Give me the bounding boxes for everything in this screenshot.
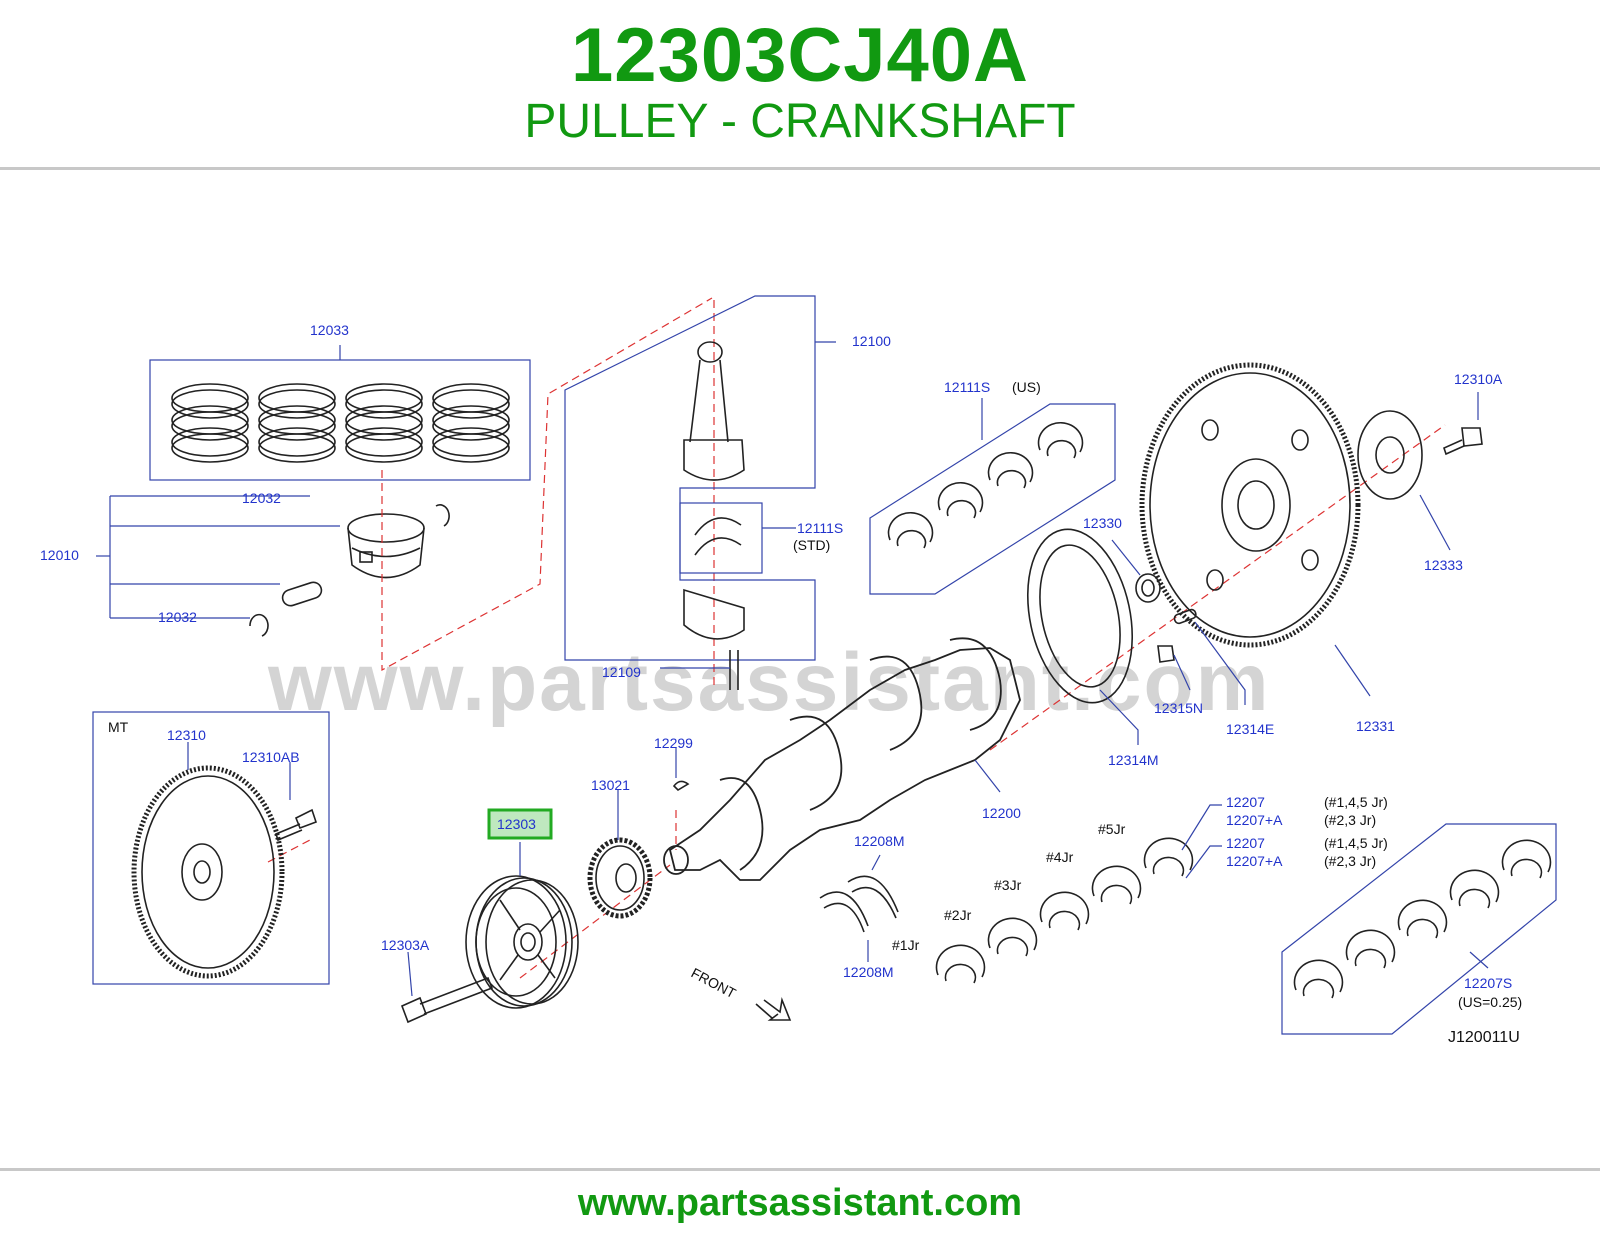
mt-flywheel-group[interactable] bbox=[92, 711, 330, 985]
drawing-code: J120011U bbox=[1448, 1029, 1520, 1046]
label-12109[interactable]: 12109 bbox=[602, 664, 641, 680]
label-12299[interactable]: 12299 bbox=[654, 735, 693, 751]
label-12208m-bottom[interactable]: 12208M bbox=[843, 964, 894, 980]
main-bearing-undersize-group[interactable] bbox=[1281, 823, 1557, 1035]
label-jr23-b: (#2,3 Jr) bbox=[1324, 853, 1376, 869]
label-12314e[interactable]: 12314E bbox=[1226, 721, 1274, 737]
page-header: 12303CJ40A PULLEY - CRANKSHAFT bbox=[0, 0, 1600, 168]
piston-assembly[interactable] bbox=[96, 495, 450, 637]
label-12010[interactable]: 12010 bbox=[40, 547, 79, 563]
seal-retainer-bolt[interactable] bbox=[1157, 645, 1191, 691]
main-bearing-us-group[interactable] bbox=[869, 398, 1116, 595]
oil-seal-retainer[interactable] bbox=[1013, 520, 1147, 745]
label-jr4: #4Jr bbox=[1046, 849, 1074, 865]
label-mt: MT bbox=[108, 719, 129, 735]
label-12207a-b[interactable]: 12207+A bbox=[1226, 853, 1283, 869]
label-12303[interactable]: 12303 bbox=[497, 816, 536, 832]
label-12111s-us[interactable]: 12111S bbox=[944, 379, 990, 395]
label-12310a[interactable]: 12310A bbox=[1454, 371, 1503, 387]
thrust-washers[interactable] bbox=[819, 854, 899, 962]
watermark-text: www.partsassistant.com bbox=[267, 637, 1271, 728]
crankshaft[interactable] bbox=[663, 637, 1021, 881]
label-12100[interactable]: 12100 bbox=[852, 333, 891, 349]
footer-divider bbox=[0, 1168, 1600, 1171]
main-bearings-lower[interactable] bbox=[935, 804, 1222, 984]
label-12032-top[interactable]: 12032 bbox=[242, 490, 281, 506]
label-std: (STD) bbox=[793, 537, 830, 553]
part-number-title: 12303CJ40A bbox=[571, 13, 1029, 98]
label-jr5: #5Jr bbox=[1098, 821, 1126, 837]
piston-rings-group[interactable] bbox=[149, 345, 531, 481]
label-front: FRONT bbox=[689, 965, 739, 1002]
label-jr145-b: (#1,4,5 Jr) bbox=[1324, 835, 1388, 851]
label-12303a[interactable]: 12303A bbox=[381, 937, 430, 953]
highlighted-part-box[interactable] bbox=[487, 808, 553, 840]
rear-oil-seal[interactable] bbox=[1111, 539, 1161, 603]
label-jr1: #1Jr bbox=[892, 937, 920, 953]
pulley-bolt[interactable] bbox=[400, 951, 494, 1024]
label-jr2: #2Jr bbox=[944, 907, 972, 923]
crankshaft-pulley[interactable] bbox=[465, 842, 579, 1009]
label-12207-a[interactable]: 12207 bbox=[1226, 794, 1265, 810]
label-12207-b[interactable]: 12207 bbox=[1226, 835, 1265, 851]
part-name-subtitle: PULLEY - CRANKSHAFT bbox=[524, 95, 1076, 148]
exploded-view-svg: www.partsassistant.com bbox=[40, 295, 1557, 1046]
label-12333[interactable]: 12333 bbox=[1424, 557, 1463, 573]
label-jr145-a: (#1,4,5 Jr) bbox=[1324, 794, 1388, 810]
label-13021[interactable]: 13021 bbox=[591, 777, 630, 793]
label-12033[interactable]: 12033 bbox=[310, 322, 349, 338]
label-12310ab[interactable]: 12310AB bbox=[242, 749, 300, 765]
label-12111s-std[interactable]: 12111S bbox=[797, 520, 843, 536]
label-12207a-a[interactable]: 12207+A bbox=[1226, 812, 1283, 828]
label-12315n[interactable]: 12315N bbox=[1154, 700, 1203, 716]
label-12207s[interactable]: 12207S bbox=[1464, 975, 1512, 991]
label-12314m[interactable]: 12314M bbox=[1108, 752, 1159, 768]
footer-website-link[interactable]: www.partsassistant.com bbox=[577, 1182, 1023, 1224]
label-jr23-a: (#2,3 Jr) bbox=[1324, 812, 1376, 828]
parts-diagram: www.partsassistant.com bbox=[0, 170, 1600, 1168]
connecting-rod-group[interactable] bbox=[564, 295, 836, 690]
drive-plate-ring-gear[interactable] bbox=[1139, 362, 1371, 697]
header-divider bbox=[0, 167, 1600, 170]
woodruff-key[interactable] bbox=[672, 748, 690, 792]
label-us025: (US=0.25) bbox=[1458, 994, 1522, 1010]
dowel-pin[interactable] bbox=[1173, 608, 1246, 705]
label-12331[interactable]: 12331 bbox=[1356, 718, 1395, 734]
label-12200[interactable]: 12200 bbox=[982, 805, 1021, 821]
label-jr3: #3Jr bbox=[994, 877, 1022, 893]
drive-plate-bolt[interactable] bbox=[1443, 392, 1483, 456]
front-direction-arrow bbox=[755, 997, 792, 1021]
label-12330[interactable]: 12330 bbox=[1083, 515, 1122, 531]
label-12032-bottom[interactable]: 12032 bbox=[158, 609, 197, 625]
assembly-centerlines bbox=[267, 297, 1446, 979]
reinforcement-plate[interactable] bbox=[1357, 410, 1451, 551]
label-us: (US) bbox=[1012, 379, 1041, 395]
label-12310[interactable]: 12310 bbox=[167, 727, 206, 743]
crankshaft-sprocket[interactable] bbox=[587, 790, 653, 919]
label-12208m-top[interactable]: 12208M bbox=[854, 833, 905, 849]
